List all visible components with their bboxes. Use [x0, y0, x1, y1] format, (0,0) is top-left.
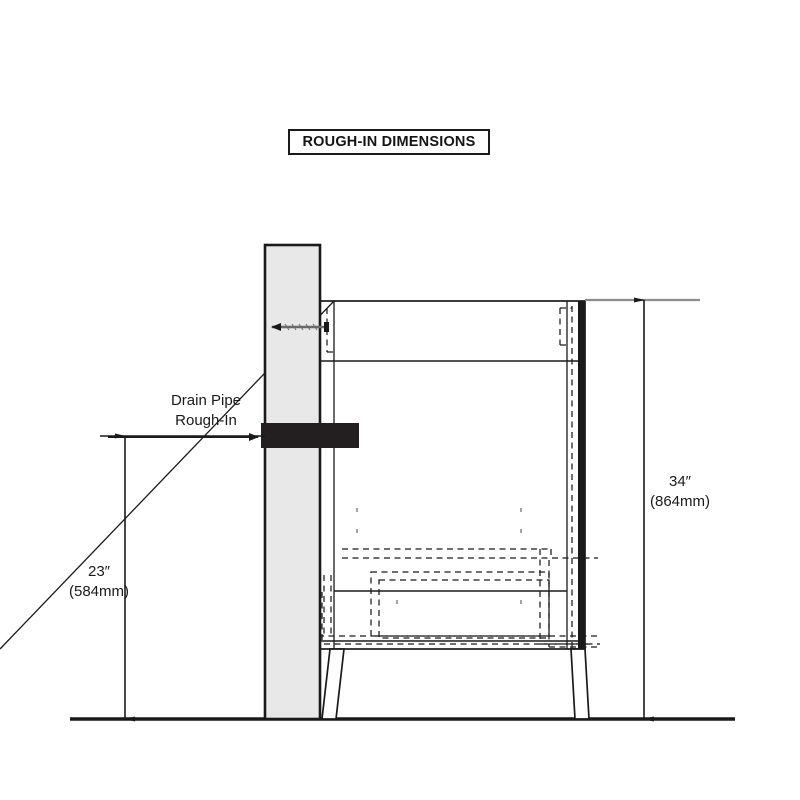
- drain-pipe-label-line1: Drain Pipe: [170, 392, 242, 409]
- dimension-23in-mm: (584mm): [68, 583, 129, 600]
- vertical-wall-section: [263, 243, 322, 721]
- dimension-23in-inches: 23″: [88, 563, 110, 580]
- drain-pipe-stub: [261, 423, 359, 448]
- dimension-label-23in: 23″ (584mm): [44, 562, 154, 602]
- diagram-title-box: ROUGH-IN DIMENSIONS: [288, 129, 490, 155]
- dimension-34in-mm: (864mm): [649, 493, 710, 510]
- dimension-label-34in: 34″ (864mm): [625, 472, 735, 512]
- dimension-line-34in: [585, 297, 700, 722]
- dimension-line-23in: [100, 433, 265, 722]
- interior-tick-marks: [356, 508, 522, 604]
- drain-pipe-annotation: Drain Pipe Rough-In: [146, 391, 266, 431]
- tapered-cabinet-legs: [321, 648, 590, 720]
- drain-pipe-label-line2: Rough-In: [175, 412, 237, 429]
- page-title: ROUGH-IN DIMENSIONS: [302, 134, 476, 150]
- cabinet-right-edge: [578, 301, 585, 649]
- dimension-34in-inches: 34″: [669, 473, 691, 490]
- wall-mounting-screw: [271, 322, 329, 332]
- dashed-hidden-lines: [318, 306, 600, 648]
